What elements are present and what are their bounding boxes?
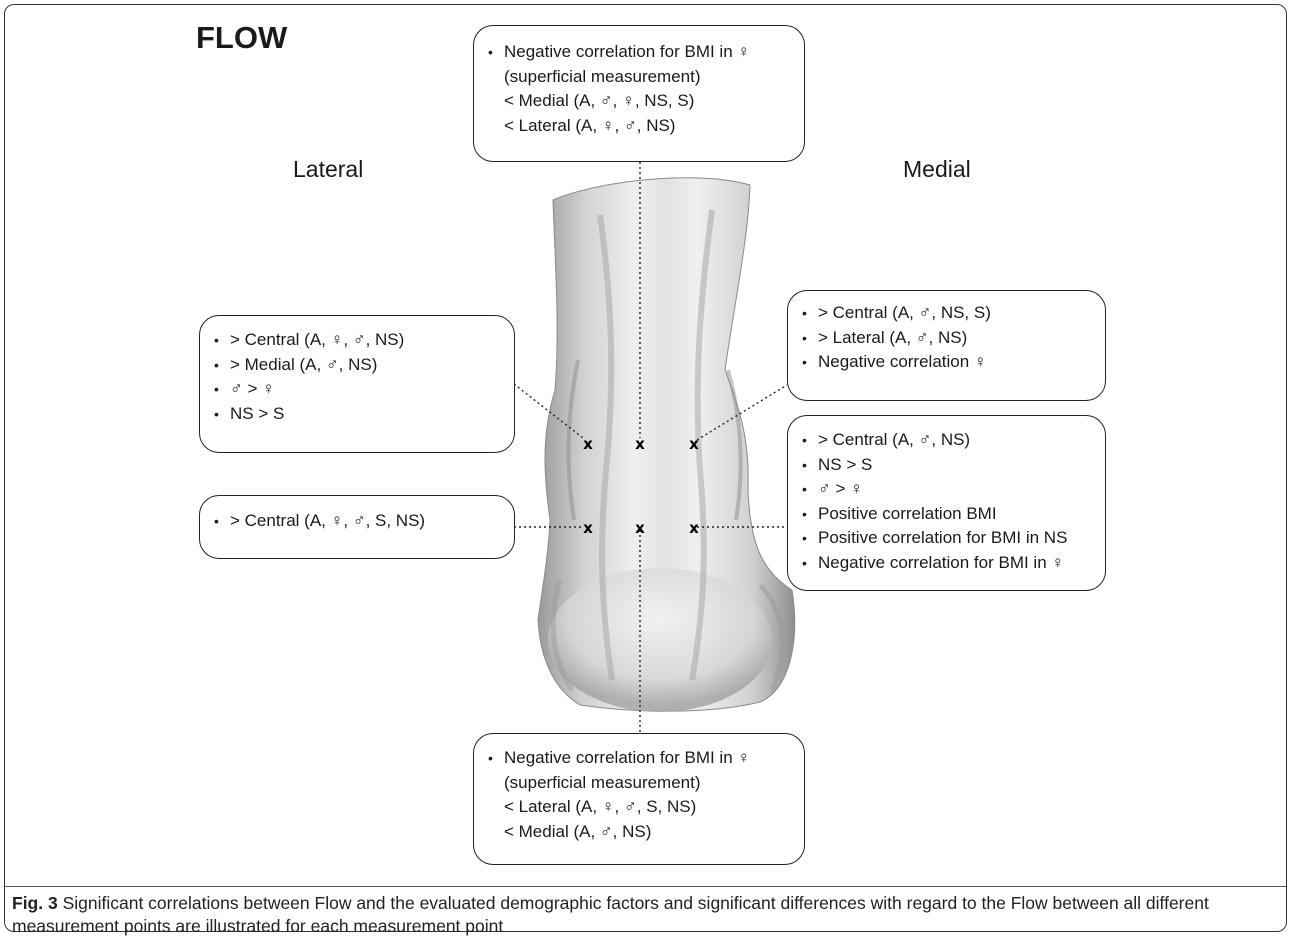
box-medial-lower-bullet: > Central (A, ♂, NS) — [798, 428, 1099, 453]
marker-medial-lower: x — [689, 519, 699, 537]
box-medial-lower-bullet: ♂ > ♀ — [798, 477, 1099, 502]
box-medial-lower-bullet: Positive correlation for BMI in NS — [798, 526, 1099, 551]
box-medial-upper-bullet: > Lateral (A, ♂, NS) — [798, 326, 1095, 351]
box-top: Negative correlation for BMI in ♀ (super… — [473, 25, 805, 162]
medial-label: Medial — [903, 156, 971, 183]
figure-caption: Fig. 3 Significant correlations between … — [12, 892, 1282, 938]
box-lateral-upper-bullet: > Central (A, ♀, ♂, NS) — [210, 328, 504, 353]
box-medial-lower-bullet: Negative correlation for BMI in ♀ — [798, 551, 1099, 576]
lateral-label: Lateral — [293, 156, 363, 183]
marker-medial-upper: x — [689, 435, 699, 453]
box-lateral-upper-bullet: ♂ > ♀ — [210, 377, 504, 402]
marker-lateral-lower: x — [583, 519, 593, 537]
heel-shape — [548, 568, 772, 712]
box-bottom-line: < Medial (A, ♂, NS) — [484, 820, 794, 845]
caption-label: Fig. 3 — [12, 893, 58, 913]
box-lateral-upper-bullet: > Medial (A, ♂, NS) — [210, 353, 504, 378]
box-medial-lower-bullet: NS > S — [798, 453, 1099, 478]
box-lateral-upper: > Central (A, ♀, ♂, NS) > Medial (A, ♂, … — [199, 315, 515, 453]
marker-lateral-upper: x — [583, 435, 593, 453]
caption-text: Significant correlations between Flow an… — [12, 893, 1209, 936]
box-top-line: (superficial measurement) — [484, 65, 794, 90]
caption-separator — [5, 886, 1286, 887]
box-bottom-line: (superficial measurement) — [484, 771, 794, 796]
box-top-bullet: Negative correlation for BMI in ♀ — [484, 40, 794, 65]
box-medial-upper-bullet: > Central (A, ♂, NS, S) — [798, 301, 1095, 326]
box-bottom-bullet: Negative correlation for BMI in ♀ — [484, 746, 794, 771]
box-top-line: < Medial (A, ♂, ♀, NS, S) — [484, 89, 794, 114]
box-medial-lower-bullet: Positive correlation BMI — [798, 502, 1099, 527]
box-medial-lower: > Central (A, ♂, NS) NS > S ♂ > ♀ Positi… — [787, 415, 1106, 591]
box-lateral-upper-bullet: NS > S — [210, 402, 504, 427]
marker-central-upper: x — [635, 435, 645, 453]
box-medial-upper-bullet: Negative correlation ♀ — [798, 350, 1095, 375]
marker-central-lower: x — [635, 519, 645, 537]
box-top-line: < Lateral (A, ♀, ♂, NS) — [484, 114, 794, 139]
box-lateral-lower: > Central (A, ♀, ♂, S, NS) — [199, 495, 515, 559]
figure-heading: FLOW — [196, 20, 287, 56]
box-medial-upper: > Central (A, ♂, NS, S) > Lateral (A, ♂,… — [787, 290, 1106, 401]
box-lateral-lower-bullet: > Central (A, ♀, ♂, S, NS) — [210, 509, 504, 534]
box-bottom: Negative correlation for BMI in ♀ (super… — [473, 733, 805, 865]
box-bottom-line: < Lateral (A, ♀, ♂, S, NS) — [484, 795, 794, 820]
